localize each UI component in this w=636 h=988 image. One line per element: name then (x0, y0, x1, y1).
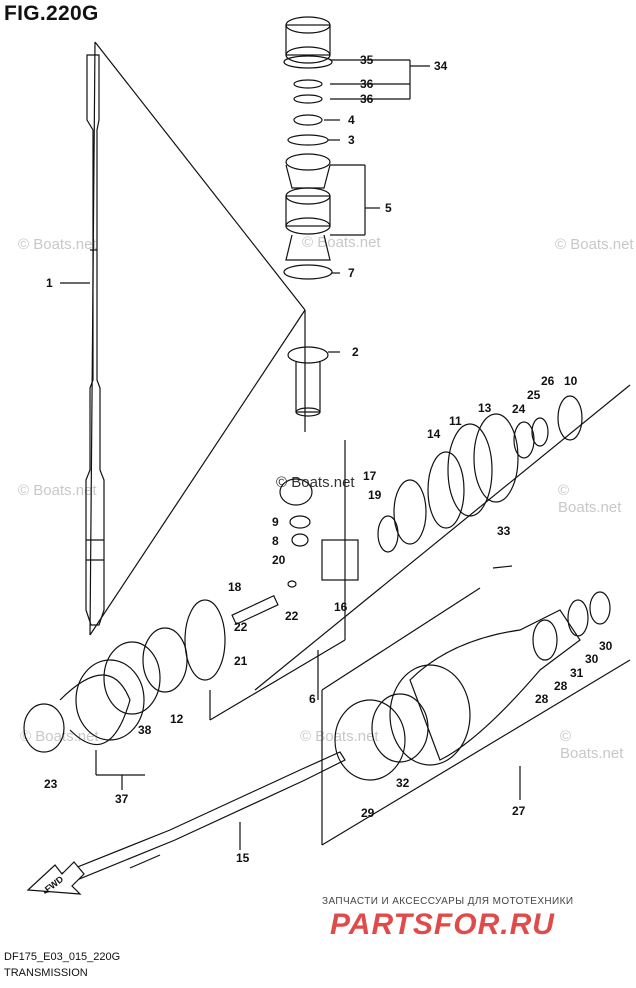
callout-11: 11 (449, 414, 462, 428)
callout-14: 14 (427, 427, 441, 441)
callout-29: 29 (361, 806, 375, 820)
watermark: © Boats.net (555, 236, 634, 253)
callout-30a: 30 (599, 639, 613, 653)
callout-16: 16 (334, 600, 348, 614)
callout-37: 37 (115, 792, 129, 806)
callout-7: 7 (348, 266, 355, 280)
brand-tagline: ЗАПЧАСТИ И АКСЕССУАРЫ ДЛЯ МОТОТЕХНИКИ (322, 896, 574, 907)
callout-2: 2 (352, 345, 359, 359)
callout-34: 34 (434, 59, 448, 73)
callout-18: 18 (228, 580, 242, 594)
callout-22b: 22 (285, 609, 299, 623)
section-name: TRANSMISSION (4, 967, 88, 979)
callout-25: 25 (527, 388, 541, 402)
callout-6: 6 (309, 692, 316, 706)
callout-32: 32 (396, 776, 410, 790)
figure-title: FIG.220G (4, 2, 99, 25)
callout-35: 35 (360, 53, 374, 67)
callout-12: 12 (170, 712, 184, 726)
callout-36b: 36 (360, 92, 374, 106)
brand-logo: PARTSFOR.RU (330, 908, 555, 941)
watermark: © Boats.net (560, 728, 624, 762)
watermark: © Boats.net (18, 482, 97, 499)
callout-21: 21 (234, 654, 248, 668)
callout-24: 24 (512, 402, 526, 416)
watermark: © Boats.net (18, 236, 97, 253)
callout-30b: 30 (585, 652, 599, 666)
callout-8: 8 (272, 534, 279, 548)
callout-22a: 22 (234, 620, 248, 634)
callout-26: 26 (541, 374, 555, 388)
watermark: © Boats.net (276, 474, 355, 491)
callout-36a: 36 (360, 77, 374, 91)
callout-9: 9 (272, 515, 279, 529)
callout-33: 33 (497, 524, 511, 538)
callout-27: 27 (512, 804, 526, 818)
callout-20: 20 (272, 553, 286, 567)
watermark: © Boats.net (300, 728, 379, 745)
callout-13: 13 (478, 401, 492, 415)
callout-28a: 28 (535, 692, 549, 706)
watermark: © Boats.net (558, 482, 622, 516)
watermark: © Boats.net (302, 234, 381, 251)
callout-23: 23 (44, 777, 58, 791)
callout-28b: 28 (554, 679, 568, 693)
callout-5: 5 (385, 201, 392, 215)
callout-38: 38 (138, 723, 152, 737)
callout-15: 15 (236, 851, 250, 865)
callout-10: 10 (564, 374, 578, 388)
watermark: © Boats.net (20, 728, 99, 745)
callout-1: 1 (46, 276, 53, 290)
callout-19: 19 (368, 488, 382, 502)
callout-17: 17 (363, 469, 377, 483)
diagram-code: DF175_E03_015_220G (4, 951, 121, 963)
callout-3: 3 (348, 133, 355, 147)
callout-31: 31 (570, 666, 584, 680)
callout-4: 4 (348, 113, 355, 127)
